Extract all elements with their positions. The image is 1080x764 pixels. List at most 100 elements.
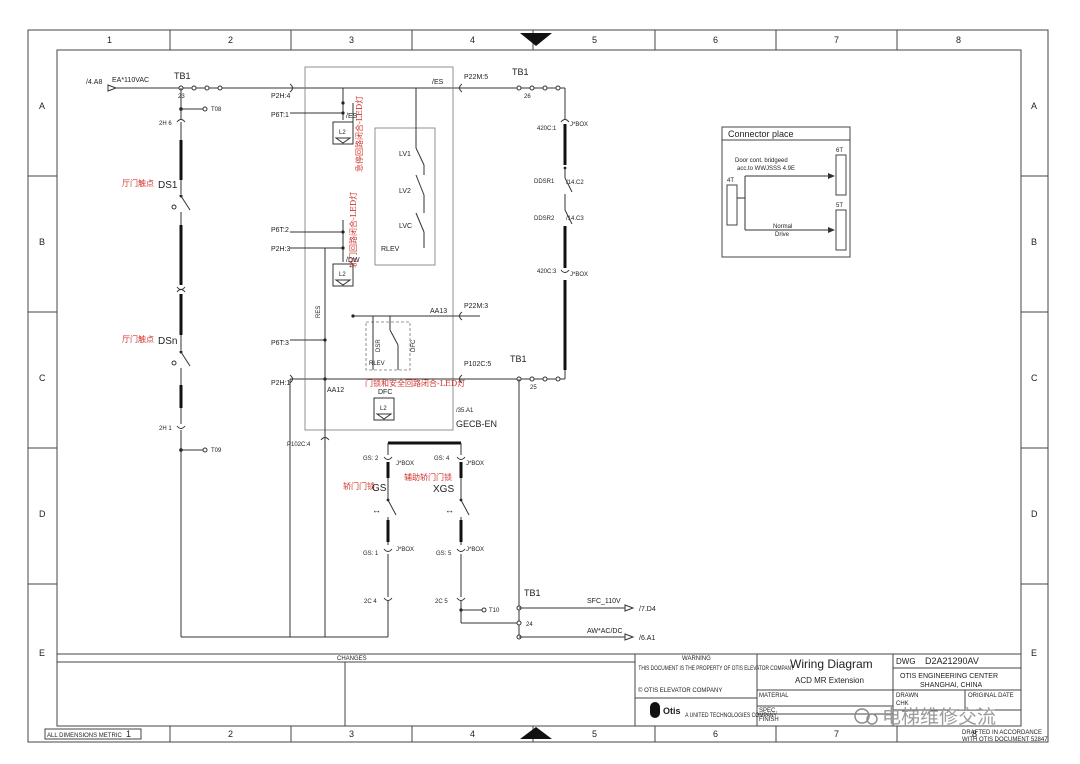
watermark: 电梯维修交流 <box>854 706 996 728</box>
row-label: A <box>39 101 45 111</box>
t08-label: T08 <box>211 107 222 113</box>
ddsr1-label: DDSR1 <box>534 179 555 185</box>
row-label: C <box>39 373 46 383</box>
dwg-label: DWG <box>896 657 916 666</box>
gs5-box: J*BOX <box>466 547 484 553</box>
connector-label: P6T:1 <box>271 112 289 119</box>
connector-note-2: acc.to WWJSSS 4.9E <box>737 166 795 172</box>
gecb-ref: /35.A1 <box>456 408 474 414</box>
row-labels: A B C D E A B C D E <box>39 101 1038 658</box>
material-label: MATERIAL <box>759 693 789 699</box>
col-label: 7 <box>834 35 839 45</box>
drawing-subtitle: ACD MR Extension <box>795 676 864 685</box>
spec-label: SPEC. <box>759 708 777 714</box>
connector-label: P6T:3 <box>271 340 289 347</box>
es-label: /ES <box>346 113 358 120</box>
col-label: 4 <box>470 35 475 45</box>
gecb-board: GECB-EN /35.A1 P6T:1 /ES L2 急停回路闭合-LED灯 … <box>271 66 497 431</box>
lv2-label: LV2 <box>399 188 411 195</box>
gs2-box: J*BOX <box>396 461 414 467</box>
connector-label: P2H:3 <box>271 246 291 253</box>
tb1-label: TB1 <box>174 71 191 81</box>
connector-label: P102C:4 <box>287 442 311 448</box>
connector-label: P22M:3 <box>464 303 488 310</box>
lvc-label: LVC <box>399 223 412 230</box>
row-label: D <box>1031 509 1038 519</box>
row-label: B <box>1031 237 1037 247</box>
led-label: L2 <box>380 406 387 412</box>
center-line-1: OTIS ENGINEERING CENTER <box>900 673 998 680</box>
tb1-label: TB1 <box>524 588 541 598</box>
aa12-label: AA12 <box>327 387 344 394</box>
gs1-box: J*BOX <box>396 547 414 553</box>
pin-4t: 4T <box>727 178 734 184</box>
normal-label: Normal <box>773 224 792 230</box>
connector-label: 2H 1 <box>159 426 172 432</box>
led-label: L2 <box>339 272 346 278</box>
dwg-number: D2A21290AV <box>925 656 979 666</box>
ddsr1-ref: /14.C2 <box>566 180 584 186</box>
rlev-label: RLEV <box>381 246 400 253</box>
accordance-2: WITH OTIS DOCUMENT 52847 <box>962 737 1048 743</box>
rlev-small-label: RLEV <box>369 361 385 367</box>
col-label: 5 <box>592 729 597 739</box>
sfc-ref: /7.D4 <box>639 606 656 613</box>
gs4-label: GS: 4 <box>434 456 450 462</box>
connector-label: 420C:1 <box>537 126 557 132</box>
col-label: 7 <box>834 729 839 739</box>
gecb-name: GECB-EN <box>456 419 497 429</box>
dsn-note: 厅门触点 <box>122 334 154 344</box>
col-label: 6 <box>713 35 718 45</box>
accordance-1: DRAFTED IN ACCORDANCE <box>962 730 1042 736</box>
terminal-number: 26 <box>524 94 531 100</box>
dsn-label: DSn <box>158 336 177 347</box>
col-label: 3 <box>349 729 354 739</box>
row-label: C <box>1031 373 1038 383</box>
gs-label: GS <box>372 483 387 494</box>
car-door-chain: P102C:4 GS: 2 J*BOX 轿门门锁 GS ↔ GS: 1 J*BO… <box>287 420 519 638</box>
aw-ref: /6.A1 <box>639 635 655 642</box>
col-label: 6 <box>713 729 718 739</box>
ds1-label: DS1 <box>158 180 178 191</box>
connector-label: 2H 6 <box>159 121 172 127</box>
original-date-label: ORIGINAL DATE <box>968 693 1014 699</box>
terminal-number: 25 <box>530 385 537 391</box>
right-safety-chain: 420C:1 J*BOX DDSR1 /14.C2 DDSR2 /14.C3 4… <box>480 88 588 637</box>
lv1-label: LV1 <box>399 151 411 158</box>
finish-label: FINISH <box>759 717 779 723</box>
dw-note: 轿门回路闭合-LED灯 <box>348 192 358 268</box>
title-block: CHANGES WARNING THIS DOCUMENT IS THE PRO… <box>44 653 1048 743</box>
tb1-label: TB1 <box>510 354 527 364</box>
res-label: RES <box>316 306 322 318</box>
jbox-label: J*BOX <box>570 272 588 278</box>
led-label: L2 <box>339 130 346 136</box>
connector-note-1: Door cont. bridgeed <box>735 158 788 164</box>
col-label: 1 <box>107 35 112 45</box>
landing-door-chain: T08 2H 6 厅门触点 DS1 厅门触点 DSn 2H 1 T09 <box>122 88 325 638</box>
row-label: E <box>1031 648 1037 658</box>
terminal-number: 23 <box>178 94 185 100</box>
otis-logo: Otis <box>663 706 681 716</box>
pin-5t: 5T <box>836 203 843 209</box>
row-label: E <box>39 648 45 658</box>
dsr-label: DSR <box>376 339 382 352</box>
row-label: D <box>39 509 46 519</box>
output-terminals: TB1 24 SFC_110V /7.D4 AW*AC/DC /6.A1 <box>516 588 656 642</box>
slide-arrow: ↔ <box>445 505 454 515</box>
connector-label: 2C 4 <box>364 599 377 605</box>
dfc-note: 门锁和安全回路闭合-LED灯 <box>365 378 465 388</box>
col-label: 4 <box>470 729 475 739</box>
col-label: 3 <box>349 35 354 45</box>
row-label: A <box>1031 101 1037 111</box>
gs5-label: GS: 5 <box>436 551 452 557</box>
slide-arrow: ↔ <box>372 505 381 515</box>
supply-label: EA*110VAC <box>112 77 149 84</box>
aw-label: AW*AC/DC <box>587 628 623 635</box>
t09-label: T09 <box>211 448 222 454</box>
col-label: 5 <box>592 35 597 45</box>
column-labels-top: 1 2 3 4 5 6 7 8 <box>107 35 961 45</box>
tb1-label: TB1 <box>512 67 529 77</box>
ddsr2-label: DDSR2 <box>534 216 555 222</box>
chk-label: CHK <box>896 701 909 707</box>
gs4-box: J*BOX <box>466 461 484 467</box>
